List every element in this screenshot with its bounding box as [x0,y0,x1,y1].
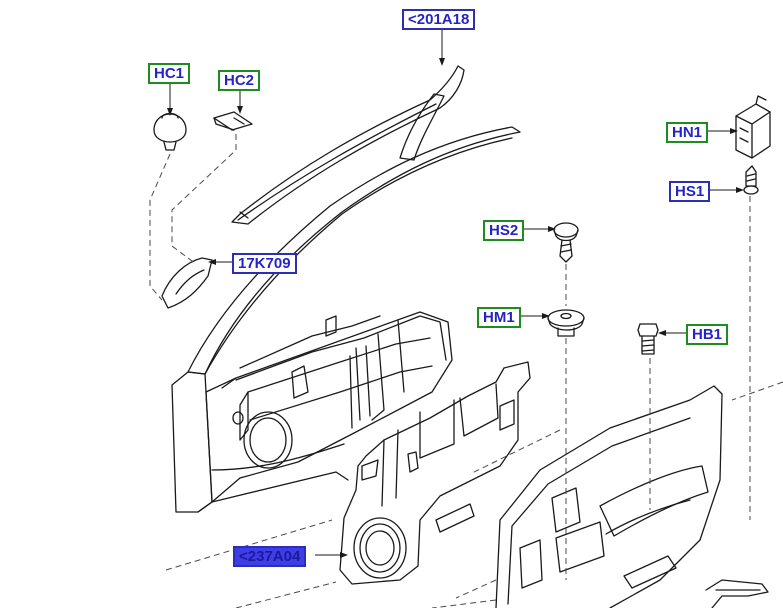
hn1-nut-part [735,95,771,159]
callout-hb1[interactable]: HB1 [686,324,729,345]
door-trim-panel-part [495,385,723,608]
watershield-panel-part [339,361,531,585]
mirror-trim-cover-part [161,257,213,309]
hs1-screw-part [743,165,759,195]
callout-leader-lines [169,27,740,556]
callout-hc1[interactable]: HC1 [148,63,191,84]
callout-hn1[interactable]: HN1 [666,122,709,143]
callout-hm1[interactable]: HM1 [477,307,521,328]
dashed-leader-lines [149,134,783,608]
callout-hs2[interactable]: HS2 [483,220,525,241]
hc2-clip-part [213,111,253,131]
callout-237a04[interactable]: <237A04 [233,546,307,567]
callout-arrowheads [167,58,744,558]
window-glass-run-channel [231,65,465,225]
hm1-nut-part [547,309,585,337]
callout-17k709[interactable]: 17K709 [232,253,297,274]
hs2-screw-part [553,222,579,263]
callout-hs1[interactable]: HS1 [669,181,711,202]
door-handle-part [705,579,769,608]
door-shell-outline [171,126,521,513]
callout-hc2[interactable]: HC2 [218,70,261,91]
callout-201a18[interactable]: <201A18 [402,9,476,30]
hc1-clip-part [153,112,187,151]
hb1-bolt-part [637,323,659,355]
